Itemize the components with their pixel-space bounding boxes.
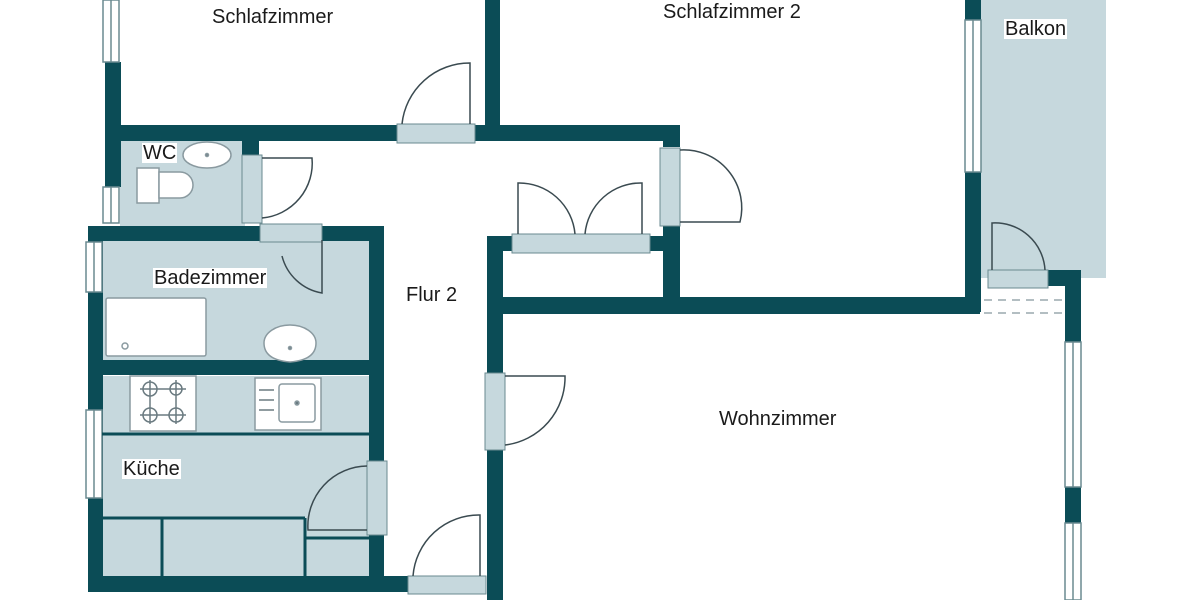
room-label-schlafzimmer-2: Schlafzimmer 2 (663, 1, 801, 23)
room-label-flur-2: Flur 2 (406, 284, 458, 306)
door-frames (241, 123, 1049, 595)
door-swings (261, 62, 1046, 577)
balkon-threshold (984, 299, 1064, 314)
room-label-wc: WC (142, 142, 178, 164)
room-label-badezimmer: Badezimmer (153, 267, 268, 289)
room-label-kueche: Küche (122, 458, 181, 480)
balkon-floor (980, 0, 1106, 278)
bathroom-fixtures (105, 297, 317, 363)
windows (85, 0, 1082, 600)
room-label-balkon: Balkon (1004, 18, 1068, 40)
wc-fixtures (136, 141, 232, 204)
kitchen-fixtures (102, 375, 369, 576)
room-label-schlafzimmer: Schlafzimmer (212, 6, 334, 28)
room-label-wohnzimmer: Wohnzimmer (719, 408, 837, 430)
